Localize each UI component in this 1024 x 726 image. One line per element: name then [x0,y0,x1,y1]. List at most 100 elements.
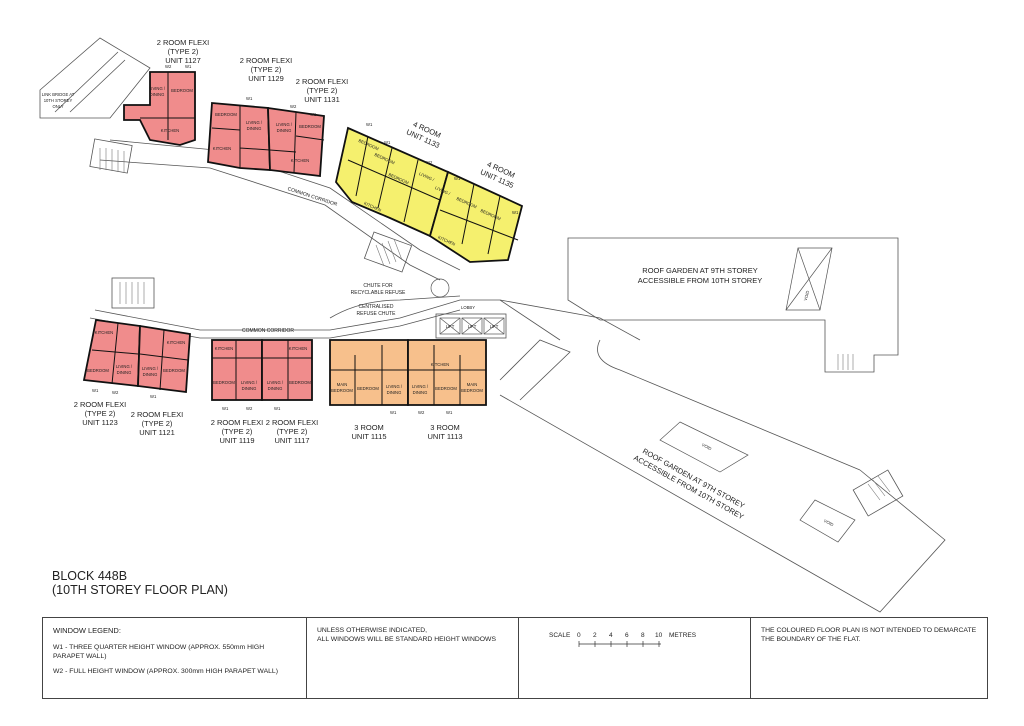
room-kitchen-1123: KITCHEN [95,330,113,335]
window-legend-w1: W1 - THREE QUARTER HEIGHT WINDOW (APPROX… [53,644,265,660]
unit-label-1119: 2 ROOM FLEXI (TYPE 2) UNIT 1119 [211,418,264,445]
svg-text:UNIT 1113: UNIT 1113 [427,432,462,441]
standard-note-line2: ALL WINDOWS WILL BE STANDARD HEIGHT WIND… [317,636,496,643]
svg-text:2 ROOM FLEXI: 2 ROOM FLEXI [266,418,319,427]
svg-text:W1: W1 [274,406,281,411]
svg-text:W1: W1 [222,406,229,411]
scale-unit: METRES [669,632,697,639]
room-dining-1123: DINING [117,370,132,375]
svg-text:3 ROOM: 3 ROOM [354,423,384,432]
svg-text:W1: W1 [446,410,453,415]
svg-text:W2: W2 [418,410,425,415]
void-label-3: VOID [823,518,834,527]
room-living-1121: LIVING / [142,366,159,371]
room-bedroom-1113-b: BEDROOM [461,388,483,393]
svg-text:UNIT 1131: UNIT 1131 [304,95,340,104]
scale-tick-6: 6 [625,632,629,639]
lobby-label: LOBBY [461,305,475,310]
disclaimer: THE COLOURED FLOOR PLAN IS NOT INTENDED … [751,618,987,698]
svg-text:10TH STOREY: 10TH STOREY [44,98,73,103]
window-legend-heading: WINDOW LEGEND: [53,626,121,635]
standard-window-note: UNLESS OTHERWISE INDICATED, ALL WINDOWS … [307,618,519,698]
legend-box: WINDOW LEGEND: W1 - THREE QUARTER HEIGHT… [42,617,988,699]
block-title-line1: BLOCK 448B [52,569,128,583]
room-main-1113: MAIN [467,382,477,387]
void-areas [659,247,856,543]
room-living-1133: LIVING / [418,171,435,182]
window-legend: WINDOW LEGEND: W1 - THREE QUARTER HEIGHT… [43,618,307,698]
unit-1115 [329,339,409,406]
roof-garden-label-2: ROOF GARDEN AT 9TH STOREY ACCESSIBLE FRO… [632,447,746,522]
common-corridor-top: COMMON CORRIDOR [287,186,339,208]
link-bridge-label: LINK BRIDGE AT 10TH STOREY ONLY [42,92,75,109]
svg-text:UNIT 1129: UNIT 1129 [248,74,284,83]
room-dining-1129: DINING [247,126,262,131]
room-living-1113: LIVING / [412,384,429,389]
unit-1135 [428,170,524,263]
unit-1117 [261,339,313,401]
svg-text:RECYCLABLE REFUSE: RECYCLABLE REFUSE [351,290,406,296]
room-bedroom-1131: BEDROOM [299,124,321,129]
svg-text:CHUTE FOR: CHUTE FOR [363,283,393,289]
room-dining-1115: DINING [387,390,402,395]
room-living-1119: LIVING / [241,380,258,385]
svg-text:W1: W1 [185,64,192,69]
unit-1113 [407,339,487,406]
room-bedroom-1121: BEDROOM [163,368,185,373]
room-dining-1121: DINING [143,372,158,377]
svg-text:ACCESSIBLE FROM 10TH STOREY: ACCESSIBLE FROM 10TH STOREY [632,453,745,521]
room-bedroom-1129: BEDROOM [215,112,237,117]
svg-text:W1: W1 [512,210,519,215]
unit-1121 [137,324,191,394]
svg-text:W1: W1 [384,140,391,145]
lift-label-3: LIFT [490,324,499,329]
room-kitchen-1113: KITCHEN [431,362,449,367]
unit-1129 [207,102,271,171]
svg-text:ROOF GARDEN AT 9TH STOREY: ROOF GARDEN AT 9TH STOREY [642,266,757,275]
svg-text:UNIT 1117: UNIT 1117 [274,436,309,445]
room-kitchen-1131: KITCHEN [291,158,309,163]
room-kitchen-1117: KITCHEN [289,346,307,351]
svg-text:UNIT 1121: UNIT 1121 [139,428,175,437]
unit-label-1117: 2 ROOM FLEXI (TYPE 2) UNIT 1117 [266,418,319,445]
svg-text:W1: W1 [310,112,317,117]
svg-text:CENTRALISED: CENTRALISED [358,304,393,310]
refuse-chute [430,278,450,298]
room-bedroom-1113: BEDROOM [435,386,457,391]
svg-text:W1: W1 [454,176,461,181]
svg-text:(TYPE 2): (TYPE 2) [142,419,173,428]
room-kitchen-1119: KITCHEN [215,346,233,351]
room-living-1135: LIVING / [434,185,451,196]
scale-tick-8: 8 [641,632,645,639]
svg-text:W1: W1 [366,122,373,127]
unit-label-1127: 2 ROOM FLEXI (TYPE 2) UNIT 1127 [157,38,210,65]
room-bedroom-1115-a: BEDROOM [331,388,353,393]
svg-text:W2: W2 [426,160,433,165]
unit-1127 [123,71,196,146]
svg-text:ACCESSIBLE FROM 10TH STOREY: ACCESSIBLE FROM 10TH STOREY [638,276,762,285]
room-living-1117: LIVING / [267,380,284,385]
room-dining-1113: DINING [413,390,428,395]
window-tags: W2 W1 W1 W2 W1 W1 W1 W2 W1 W1 W1 W2 W1 W… [92,64,519,415]
block-title-line2: (10TH STOREY FLOOR PLAN) [52,583,228,597]
room-living-1123: LIVING / [116,364,133,369]
room-bedroom-1123: BEDROOM [87,368,109,373]
common-corridor-bottom: COMMON CORRIDOR [242,328,294,334]
svg-text:3 ROOM: 3 ROOM [430,423,460,432]
room-dining-1127: DINING [150,92,165,97]
room-bedroom-1119: BEDROOM [213,380,235,385]
block-title: BLOCK 448B (10TH STOREY FLOOR PLAN) [52,569,228,597]
svg-text:ONLY: ONLY [52,104,63,109]
room-bedroom-1115-b: BEDROOM [357,386,379,391]
room-living-1131: LIVING / [276,122,293,127]
room-living-1127: LIVING / [149,86,166,91]
svg-text:REFUSE CHUTE: REFUSE CHUTE [357,311,397,317]
unit-label-1121: 2 ROOM FLEXI (TYPE 2) UNIT 1121 [131,410,184,437]
svg-text:UNIT 1115: UNIT 1115 [351,432,386,441]
room-main-1115: MAIN [337,382,347,387]
svg-text:ROOF GARDEN AT 9TH STOREY: ROOF GARDEN AT 9TH STOREY [641,447,746,511]
svg-text:UNIT 1127: UNIT 1127 [165,56,201,65]
room-kitchen-1129: KITCHEN [213,146,231,151]
room-living-1115: LIVING / [386,384,403,389]
